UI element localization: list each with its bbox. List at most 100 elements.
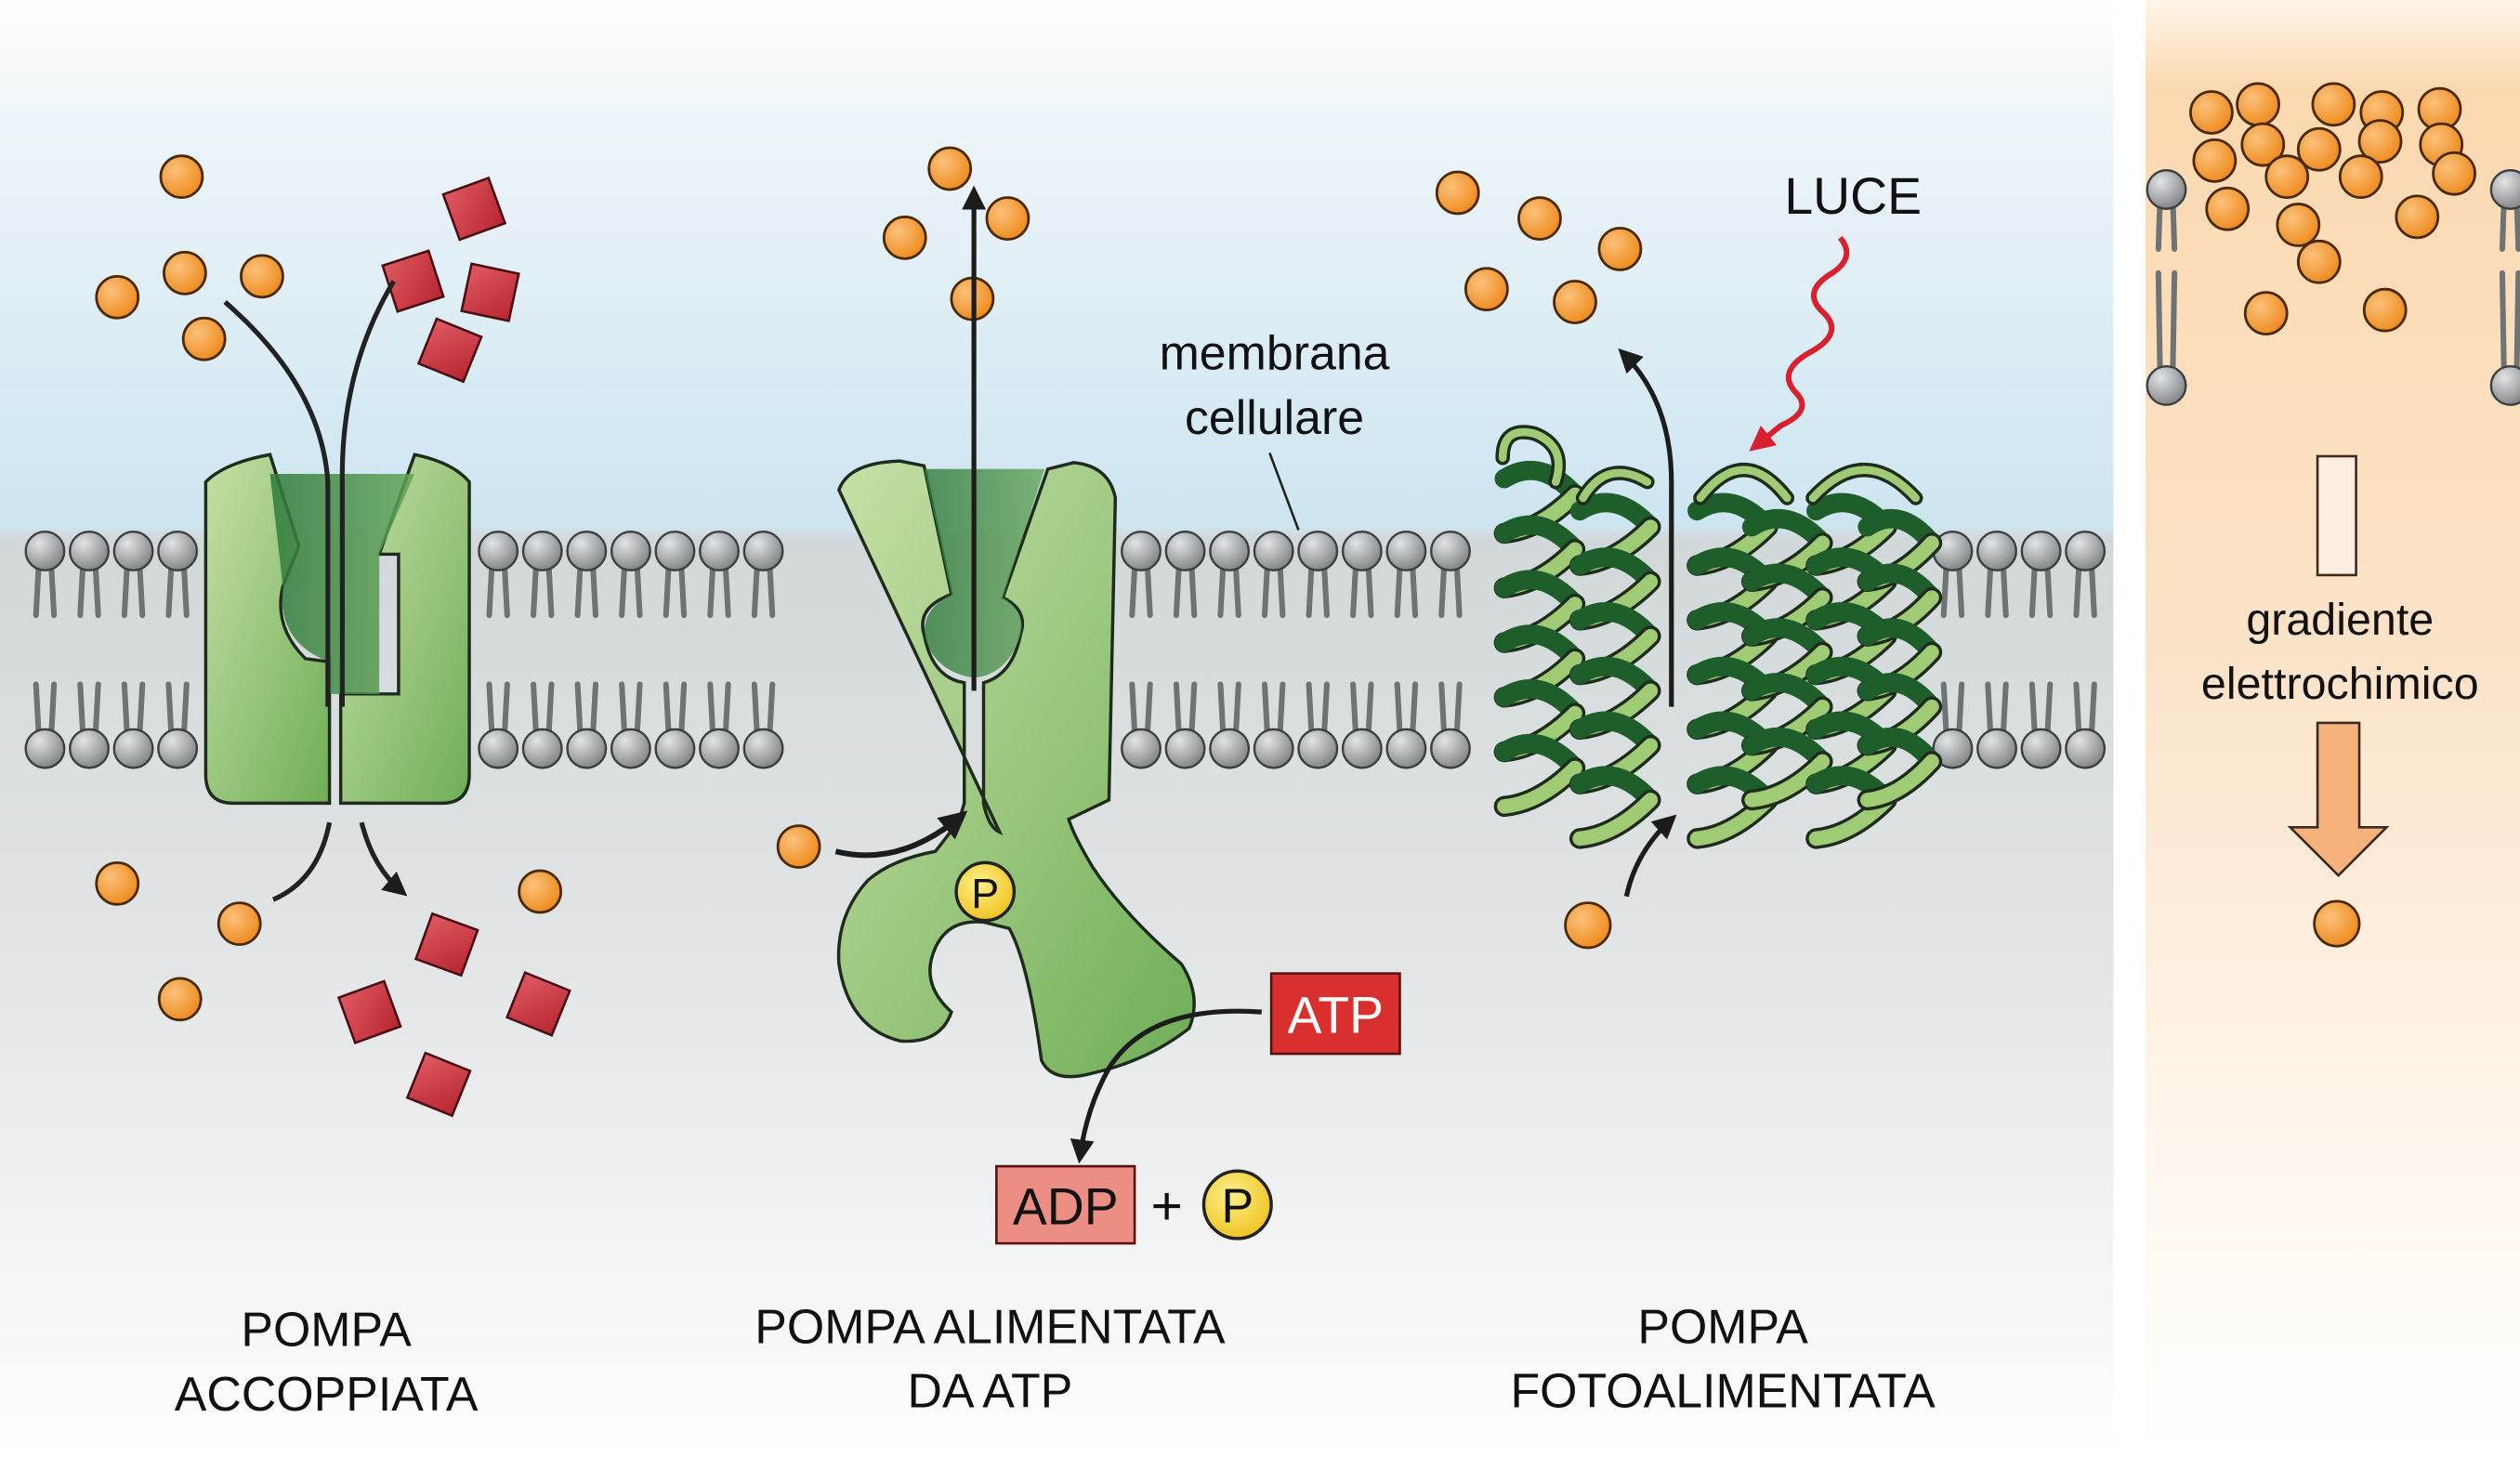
helix-loop [1579, 468, 1652, 503]
lipid-tail [1394, 681, 1403, 736]
atp-label: ATP [1288, 987, 1385, 1044]
lipid-head [742, 728, 784, 769]
lipid-tail [92, 564, 101, 619]
lipid-head [1341, 728, 1383, 769]
phospholipid-pair [1253, 531, 1294, 769]
lipid-tail [2155, 198, 2178, 252]
lipid-head [2020, 728, 2062, 769]
ion [2240, 122, 2286, 167]
lipid-head [1121, 531, 1162, 571]
released-phosphate: P [1201, 1169, 1273, 1240]
lipid-tail [1277, 681, 1286, 736]
lipid-tail [1321, 564, 1330, 619]
coupled-pump-left-subunit [203, 453, 332, 806]
ion [985, 196, 1030, 241]
lipid-tail [1173, 681, 1182, 736]
lipid-head [1341, 531, 1383, 571]
phospholipid-pair [1976, 531, 2017, 769]
lipid-tail [33, 681, 42, 736]
lipid-head [521, 531, 563, 571]
solute-path-line [339, 280, 396, 707]
ion [95, 860, 140, 906]
transmembrane-helices [1493, 425, 1943, 849]
gradient-bar [2316, 454, 2357, 577]
lipid-tail [1129, 681, 1138, 736]
lipid-head [157, 531, 199, 571]
ion [240, 254, 284, 299]
light-driven-pump: LUCE [1435, 167, 1943, 950]
caption-line1: POMPA [241, 1303, 412, 1357]
lipid-tail [121, 564, 130, 619]
alpha-helix [1493, 460, 1586, 818]
lipid-head [112, 728, 154, 769]
lipid-head [1429, 531, 1471, 571]
lipid-tail [2028, 681, 2038, 736]
ion-entry-arrow [1623, 814, 1677, 898]
phospholipid-pair [2489, 169, 2520, 406]
phospholipid-pair [1209, 531, 1251, 769]
ion [2311, 82, 2356, 127]
bound-phosphate: P [954, 860, 1017, 923]
solute [336, 979, 402, 1045]
phospholipid-pair [157, 531, 199, 769]
membrane-callout: membrana cellulare [1160, 326, 1390, 531]
ion [2236, 82, 2280, 127]
solute [413, 912, 479, 978]
lipid-tail [33, 564, 42, 619]
ion [95, 274, 140, 320]
solute [441, 176, 507, 242]
coupled-pump [95, 154, 571, 1118]
lipid-tail [1453, 681, 1463, 736]
lipid-tail [590, 564, 599, 619]
alpha-helix [1741, 508, 1833, 811]
solute [405, 1051, 472, 1118]
solute-group-inside [336, 912, 571, 1118]
lipid-tail [531, 681, 539, 736]
lipid-tail [1188, 681, 1198, 736]
atp-pump-binding-pocket [924, 468, 1045, 678]
lipid-tail [531, 564, 539, 619]
lipid-tail [1956, 564, 1965, 619]
ion [2264, 154, 2310, 200]
lipid-tail [137, 564, 146, 619]
lipid-tail [2028, 564, 2038, 619]
ion-group-outside [95, 154, 284, 361]
ion-exit-path [271, 821, 333, 902]
plus-sign: + [1151, 1175, 1183, 1236]
caption-coupled-pump: POMPA ACCOPPIATA [175, 1303, 479, 1421]
ion [2362, 287, 2408, 333]
lipid-tail [2073, 681, 2082, 736]
lipid-tail [48, 681, 58, 736]
lipid-tail [1453, 564, 1463, 619]
lipid-tail [751, 681, 760, 736]
lipid-head [1253, 531, 1294, 571]
lipid-head [478, 728, 519, 769]
phospholipid-pair [1385, 531, 1427, 769]
cell-membrane [24, 531, 2107, 769]
lipid-tail [2499, 198, 2520, 252]
phospholipid-pair [699, 531, 740, 769]
lipid-tail [619, 564, 627, 619]
ion [157, 977, 203, 1022]
gradient-label-line2: elettrochimico [2201, 659, 2479, 709]
ion-path-line [223, 300, 331, 707]
light-ray-arrow [1749, 235, 1850, 452]
lipid-head [1976, 728, 2017, 769]
lipid-head [1209, 728, 1251, 769]
lipid-head [2065, 728, 2107, 769]
helix-loop [1808, 466, 1920, 503]
gradient-down-arrow [2287, 721, 2390, 878]
lipid-head [742, 531, 784, 571]
lipid-tail [165, 564, 175, 619]
ion [181, 316, 227, 361]
lipid-tail [2073, 564, 2082, 619]
lipid-tail [2155, 269, 2178, 373]
ion [927, 146, 973, 191]
lipid-head [24, 728, 66, 769]
ion [2296, 239, 2342, 284]
lipid-head [654, 531, 696, 571]
lipid-head [478, 531, 519, 571]
lipid-tail [181, 681, 190, 736]
lipid-head [2020, 531, 2062, 571]
